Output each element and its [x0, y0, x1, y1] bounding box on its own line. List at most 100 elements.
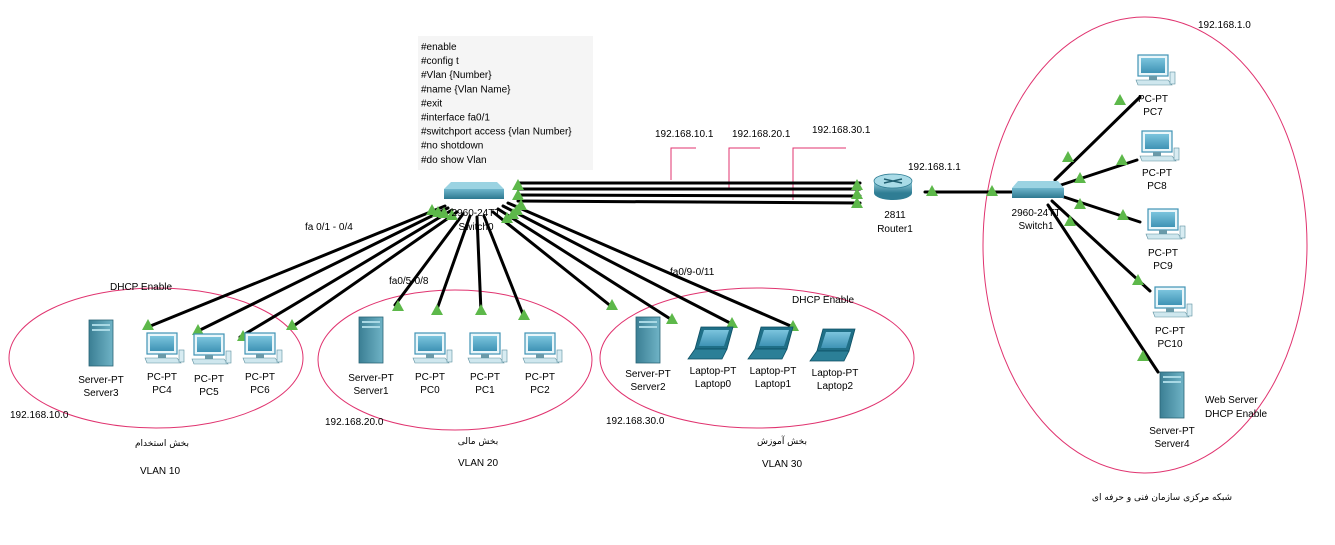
device-type-label: PC-PT — [1142, 168, 1172, 179]
pc10[interactable]: PC-PT PC10 — [1152, 286, 1193, 350]
device-type-label: PC-PT — [1148, 248, 1178, 259]
link-status-indicator — [431, 304, 443, 315]
pc1[interactable]: PC-PT PC1 — [467, 332, 508, 396]
device-name-label: PC9 — [1153, 261, 1173, 272]
pc8[interactable]: PC-PT PC8 — [1139, 130, 1180, 192]
device-name-label: PC2 — [530, 385, 550, 396]
link-status-indicator — [1062, 151, 1074, 162]
device-name-label: PC8 — [1147, 181, 1167, 192]
device-type-label: Server-PT — [348, 373, 394, 384]
config-command-line: #config t — [421, 56, 459, 67]
link-status-indicator — [851, 197, 863, 208]
device-name-label: Server1 — [353, 386, 388, 397]
link-status-indicator — [1132, 274, 1144, 285]
switch0-name: Switch0 — [458, 222, 493, 233]
link-status-indicator — [666, 313, 678, 324]
device-name-label: Server2 — [630, 382, 665, 393]
device-type-label: Laptop-PT — [690, 366, 737, 377]
link-status-indicator — [286, 319, 298, 330]
link-status-indicator — [512, 179, 524, 190]
subinterface-markers — [670, 147, 846, 200]
switch1-model: 2960-24TT — [1012, 208, 1061, 219]
vlan30-dhcp-note: DHCP Enable — [792, 295, 855, 306]
config-command-line: #interface fa0/1 — [421, 113, 490, 124]
link-status-indicator — [512, 189, 524, 200]
config-command-line: #switchport access {vlan Number} — [421, 127, 572, 138]
central-network: 192.168.1.0 — [1198, 20, 1251, 31]
device-name-label: Laptop0 — [695, 379, 732, 390]
vlan30-network: 192.168.30.0 — [606, 416, 665, 427]
link-status-indicator — [1074, 198, 1086, 209]
link-status-indicator — [1114, 94, 1126, 105]
device-name-label: Server3 — [83, 388, 118, 399]
device-type-label: Server-PT — [1149, 426, 1195, 437]
device-type-label: PC-PT — [147, 372, 177, 383]
links — [146, 95, 1160, 374]
laptop1[interactable]: Laptop-PT Laptop1 — [747, 326, 797, 390]
router1[interactable] — [873, 173, 913, 200]
vlan20-department: بخش مالی — [458, 437, 498, 447]
central-caption: شبکه مرکزی سازمان فنی و حرفه ای — [1092, 493, 1232, 503]
vlan10-boundary — [8, 287, 304, 429]
device-name-label: PC4 — [152, 385, 172, 396]
link-status-indicator — [142, 319, 154, 330]
port-range-vlan20: fa0/5-0/8 — [389, 276, 429, 287]
link-status-indicator — [501, 212, 513, 223]
switch0[interactable] — [444, 182, 504, 199]
link-status-indicator — [926, 185, 938, 196]
vlan20-network: 192.168.20.0 — [325, 417, 384, 428]
link-status-indicator — [1117, 209, 1129, 220]
link-status-indicator — [851, 179, 863, 190]
laptop0[interactable]: Laptop-PT Laptop0 — [687, 326, 737, 390]
router1-model: 2811 — [884, 210, 906, 221]
vlan10-dhcp-note: DHCP Enable — [110, 282, 173, 293]
vlan30-name: VLAN 30 — [762, 459, 802, 470]
server2[interactable]: Server-PT Server2 — [625, 316, 671, 393]
device-name-label: Laptop2 — [817, 381, 854, 392]
port-range-vlan10: fa 0/1 - 0/4 — [305, 222, 353, 233]
config-command-line: #do show Vlan — [421, 155, 487, 166]
device-type-label: Laptop-PT — [750, 366, 797, 377]
server3[interactable]: Server-PT Server3 — [78, 319, 124, 399]
vlan20-boundary — [317, 289, 593, 431]
pc4[interactable]: PC-PT PC4 — [144, 332, 185, 396]
device-type-label: PC-PT — [415, 372, 445, 383]
switch0-model: 2960-24TT — [452, 208, 501, 219]
pc9[interactable]: PC-PT PC9 — [1145, 208, 1186, 272]
vlan10-name: VLAN 10 — [140, 466, 180, 477]
config-box — [418, 36, 593, 170]
config-commands: #enable#config t#Vlan {Number}#name {Vla… — [421, 42, 572, 166]
device-type-label: Server-PT — [78, 375, 124, 386]
switch1[interactable] — [1012, 181, 1064, 198]
device-type-label: Server-PT — [625, 369, 671, 380]
server1[interactable]: Server-PT Server1 — [348, 316, 394, 397]
device-type-label: PC-PT — [1155, 326, 1185, 337]
device-name-label: Laptop1 — [755, 379, 792, 390]
device-type-label: PC-PT — [470, 372, 500, 383]
port-range-vlan30: fa0/9-0/11 — [670, 267, 715, 278]
config-command-line: #exit — [421, 98, 442, 109]
config-command-line: #Vlan {Number} — [421, 70, 492, 81]
vlan30-boundary — [599, 287, 915, 429]
end-devices: Server-PTServer3PC-PTPC4PC-PTPC5PC-PTPC6… — [78, 54, 1195, 450]
link-status-indicator — [475, 304, 487, 315]
vlan20-name: VLAN 20 — [458, 458, 498, 469]
router-subif-ip: 192.168.10.1 — [655, 129, 714, 140]
link-status-indicator — [986, 185, 998, 196]
device-type-label: PC-PT — [245, 372, 275, 383]
link-status-indicator — [518, 309, 530, 320]
router-lan-ip: 192.168.1.1 — [908, 162, 961, 173]
router1-name: Router1 — [877, 224, 913, 235]
vlan10-network: 192.168.10.0 — [10, 410, 69, 421]
device-name-label: PC10 — [1157, 339, 1182, 350]
labels: 2960-24TT Switch0 2811 Router1 2960-24TT… — [10, 20, 1268, 503]
device-name-label: PC1 — [475, 385, 495, 396]
device-name-label: PC5 — [199, 387, 219, 398]
